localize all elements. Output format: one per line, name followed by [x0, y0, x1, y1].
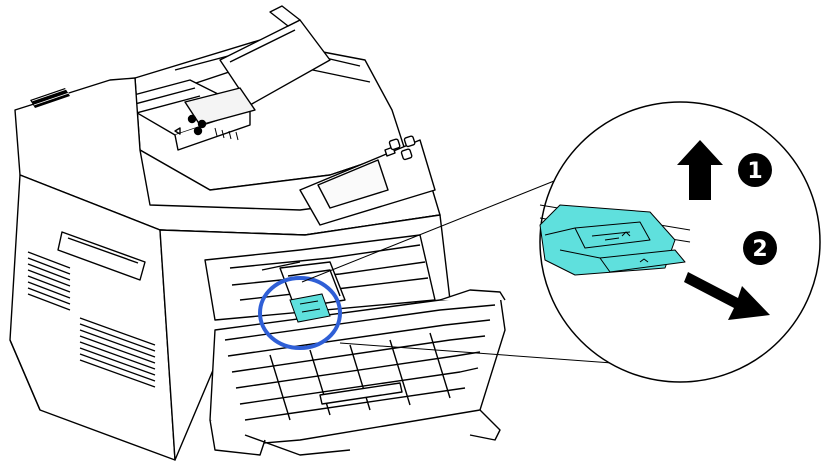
- arrow-down-right-icon: [684, 272, 770, 320]
- arrow-up-icon: [677, 140, 723, 200]
- callout-line-top: [301, 164, 595, 283]
- side-vents: [27, 251, 156, 388]
- step-1-number: 1: [747, 159, 762, 184]
- drum-lock-lever-highlight: [289, 293, 331, 323]
- magnified-view: 1 2: [539, 101, 821, 383]
- printer-illustration: [9, 5, 506, 461]
- step-1-badge-icon: 1: [738, 153, 772, 187]
- magnified-lever: [539, 204, 691, 276]
- highlight-circle: [258, 276, 342, 350]
- callout-line-bottom: [339, 342, 641, 366]
- step-2-badge-icon: 2: [743, 231, 777, 265]
- step-2-number: 2: [752, 237, 767, 262]
